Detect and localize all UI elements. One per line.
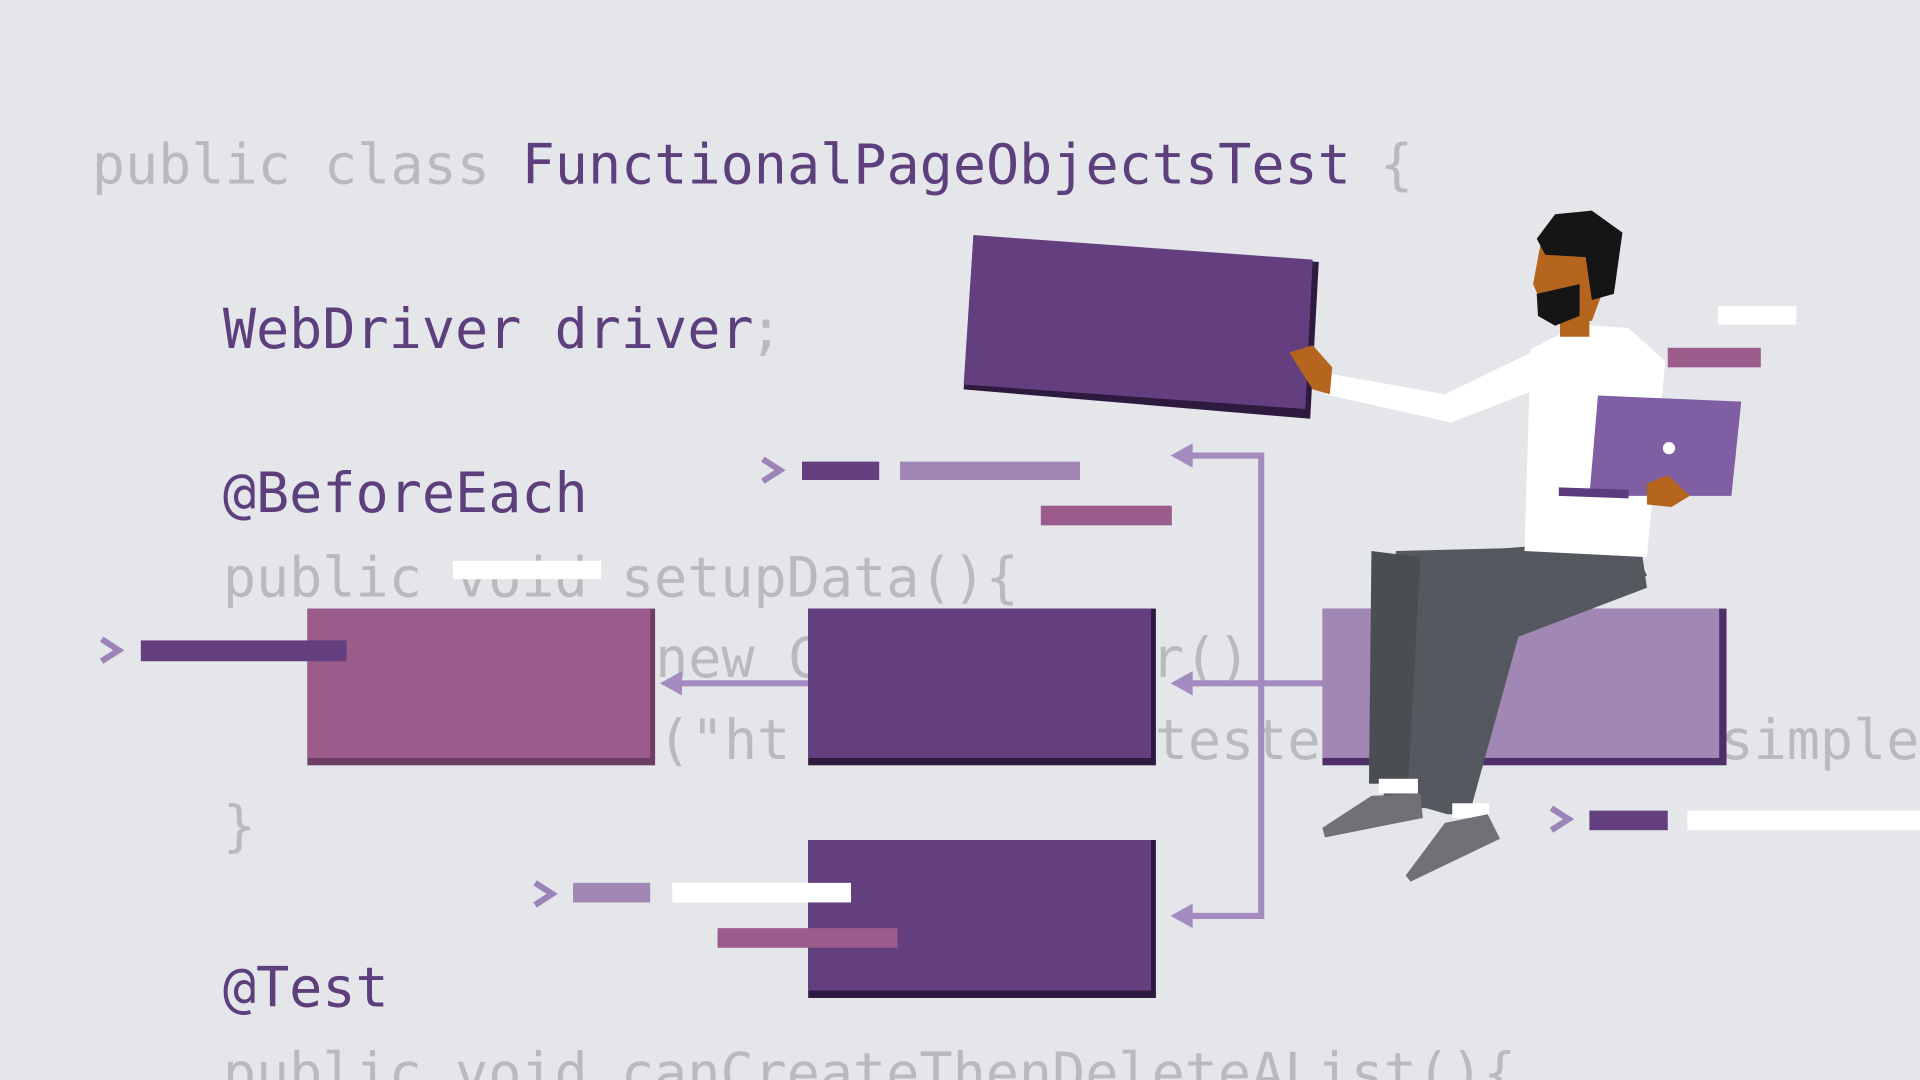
block-magenta: [307, 608, 656, 766]
shoe: [1322, 793, 1423, 838]
arrowhead-icon: [660, 671, 683, 696]
code-line-get-c: simplet: [1720, 708, 1920, 772]
code-line-close-brace: }: [223, 794, 256, 858]
code-line-get-b: tester: [1155, 708, 1354, 772]
code-line-test-method: public void canCreateThenDeleteAList(){: [223, 1041, 1517, 1080]
beard: [1536, 284, 1580, 326]
code-line-new-driver-a: new C: [655, 626, 821, 690]
code-line-new-driver-b: r(): [1151, 626, 1251, 690]
connector-arrows: [667, 452, 1323, 919]
block-purple-bottom: [808, 840, 1156, 998]
hair: [1536, 210, 1623, 300]
code-line-semicolon: ;: [749, 297, 782, 361]
laptop-logo-icon: [1662, 442, 1676, 455]
arrowhead-icon: [1170, 903, 1193, 929]
accent-bar: [453, 560, 602, 580]
block-held-tilted: [963, 235, 1319, 419]
decorative-bars: [140, 306, 1920, 948]
code-line-class-brace: {: [1380, 133, 1413, 197]
code-listing: public class FunctionalPageObjectsTest {…: [92, 133, 1920, 1080]
code-line-class-keyword: public class: [92, 133, 490, 197]
chevron-right-icon: [761, 456, 786, 484]
code-line-setupdata: public void setupData(){: [223, 545, 1019, 609]
shoe: [1405, 814, 1500, 882]
chevron-right-icon: [99, 636, 125, 664]
chevron-right-icon: [1549, 805, 1575, 833]
block-purple-middle: [808, 608, 1156, 766]
code-line-test-annotation: @Test: [223, 956, 389, 1020]
person-figure: [1289, 210, 1742, 882]
code-line-webdriver: WebDriver driver: [223, 297, 754, 361]
chevron-right-icon: [533, 880, 558, 908]
code-line-class-name: FunctionalPageObjectsTest: [522, 133, 1351, 197]
arrowhead-icon: [1170, 443, 1193, 468]
arrowhead-icon: [1170, 671, 1193, 696]
code-line-beforeeach: @BeforeEach: [223, 461, 588, 525]
